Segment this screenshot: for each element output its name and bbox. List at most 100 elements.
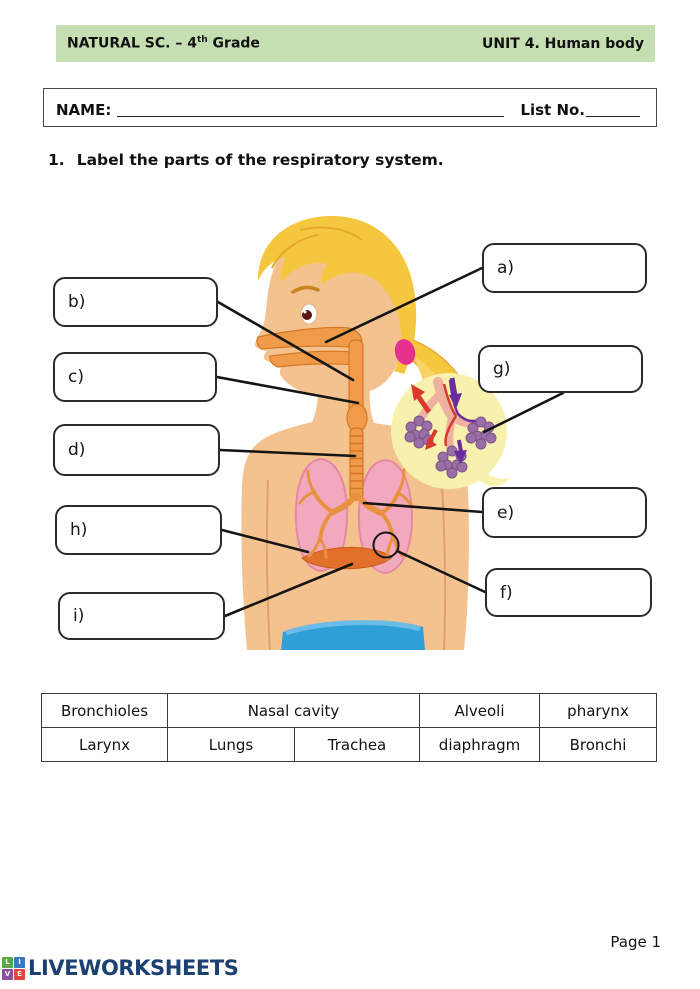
right-lung (357, 458, 414, 575)
word-cell: Larynx (41, 727, 168, 762)
eye-glint (303, 310, 307, 314)
purple-down-arrow (449, 377, 458, 397)
word-cell: Bronchi (539, 727, 657, 762)
ponytail-hair (399, 335, 479, 479)
pointer-lines (215, 266, 565, 618)
shorts-highlight (285, 620, 421, 636)
oral-passage (269, 350, 359, 368)
ponytail-strand (414, 356, 456, 469)
red-small-arrow (428, 429, 438, 442)
larynx (346, 403, 368, 433)
answer-box-d[interactable]: d) (53, 424, 220, 476)
logo-letter-i: I (14, 956, 25, 968)
header-bar: NATURAL SC. – 4th Grade UNIT 4. Human bo… (56, 25, 655, 62)
answer-box-f[interactable]: f) (485, 568, 652, 617)
word-cell: Nasal cavity (167, 693, 420, 728)
smile (280, 357, 302, 366)
header-left-main: NATURAL SC. – 4 (67, 35, 197, 52)
pointer-line-g (482, 391, 565, 434)
pointer-line-i (223, 562, 354, 618)
task-title: 1. Label the parts of the respiratory sy… (48, 151, 444, 169)
brand-name: LIVEWORKSHEETS (28, 956, 239, 980)
word-cell: Lungs (167, 727, 295, 762)
task-number: 1. (48, 151, 65, 169)
red-up-arrowhead (411, 384, 425, 401)
logo-letter-v: V (2, 968, 13, 980)
diaphragm (301, 546, 393, 570)
torso (241, 388, 469, 650)
pointer-line-c (215, 375, 360, 405)
pointer-line-e (362, 501, 484, 514)
bronchiole-tubes (417, 377, 482, 451)
pupil (302, 310, 312, 320)
child-illustration (241, 216, 479, 651)
box-letter-e: e) (497, 502, 515, 523)
name-box: NAME: List No. (43, 88, 657, 127)
hair-strand (271, 226, 363, 269)
logo-letter-l: L (2, 956, 13, 968)
inset-tail (478, 470, 510, 487)
scrunchie (394, 339, 416, 365)
answer-box-h[interactable]: h) (55, 505, 222, 555)
liveworksheets-logo-icon: L I V E (2, 956, 25, 980)
name-label: NAME: (56, 101, 112, 119)
pointer-line-h (220, 528, 310, 554)
airway (256, 326, 368, 501)
trachea (349, 427, 364, 501)
answer-box-a[interactable]: a) (482, 243, 647, 293)
box-letter-i: i) (73, 606, 85, 626)
alveoli-cluster-bottom (435, 445, 468, 479)
hair (257, 216, 417, 374)
eyebrow (291, 285, 320, 294)
box-letter-f: f) (500, 582, 513, 603)
word-cell: Trachea (294, 727, 420, 762)
answer-box-e[interactable]: e) (482, 487, 647, 538)
red-up-arrow (415, 394, 432, 414)
box-letter-d: d) (68, 440, 86, 460)
purple-small-arrow (457, 439, 463, 453)
pointer-line-a (324, 266, 484, 344)
answer-box-c[interactable]: c) (53, 352, 217, 402)
name-fill-line[interactable] (117, 102, 505, 117)
bronchial-tree (298, 468, 413, 561)
pointer-line-f (395, 549, 487, 594)
box-letter-c: c) (68, 367, 84, 387)
box-letter-g: g) (493, 359, 511, 379)
word-bank-row-1: Bronchioles Nasal cavity Alveoli pharynx (41, 693, 657, 728)
alveoli-cluster-left (404, 415, 434, 449)
purple-small-arrowhead (454, 450, 467, 464)
left-lung (294, 457, 349, 573)
box-letter-a: a) (497, 258, 515, 278)
header-right: UNIT 4. Human body (482, 35, 644, 52)
left-arm-crease (265, 479, 271, 651)
alveoli-cluster-right (465, 416, 497, 450)
bronchiole-circle-marker (372, 531, 400, 559)
word-bank-table: Bronchioles Nasal cavity Alveoli pharynx… (41, 693, 657, 762)
shorts (281, 620, 425, 650)
trachea-ribs (350, 435, 363, 490)
task-text: Label the parts of the respiratory syste… (76, 151, 444, 169)
logo-letter-e: E (14, 968, 25, 980)
right-arm-crease (441, 485, 447, 651)
nasal-cavity-passage (256, 326, 363, 350)
nostril (258, 343, 270, 348)
header-left-sup: th (196, 35, 208, 46)
box-letter-h: h) (70, 520, 88, 540)
purple-down-arrowhead (449, 393, 462, 409)
word-cell: pharynx (539, 693, 657, 728)
header-left: NATURAL SC. – 4th Grade (67, 35, 260, 52)
list-no-fill-line[interactable] (586, 102, 640, 117)
red-small-arrowhead (425, 438, 437, 450)
word-cell: diaphragm (419, 727, 540, 762)
answer-box-b[interactable]: b) (53, 277, 218, 327)
answer-box-i[interactable]: i) (58, 592, 225, 640)
pharynx-tube (348, 339, 364, 413)
word-bank-row-2: Larynx Lungs Trachea diaphragm Bronchi (41, 727, 657, 762)
pointer-line-b (216, 300, 355, 382)
box-letter-b: b) (68, 292, 86, 312)
pointer-line-d (218, 448, 357, 458)
purple-vessel (448, 379, 477, 423)
answer-box-g[interactable]: g) (478, 345, 643, 393)
eye (300, 303, 318, 325)
